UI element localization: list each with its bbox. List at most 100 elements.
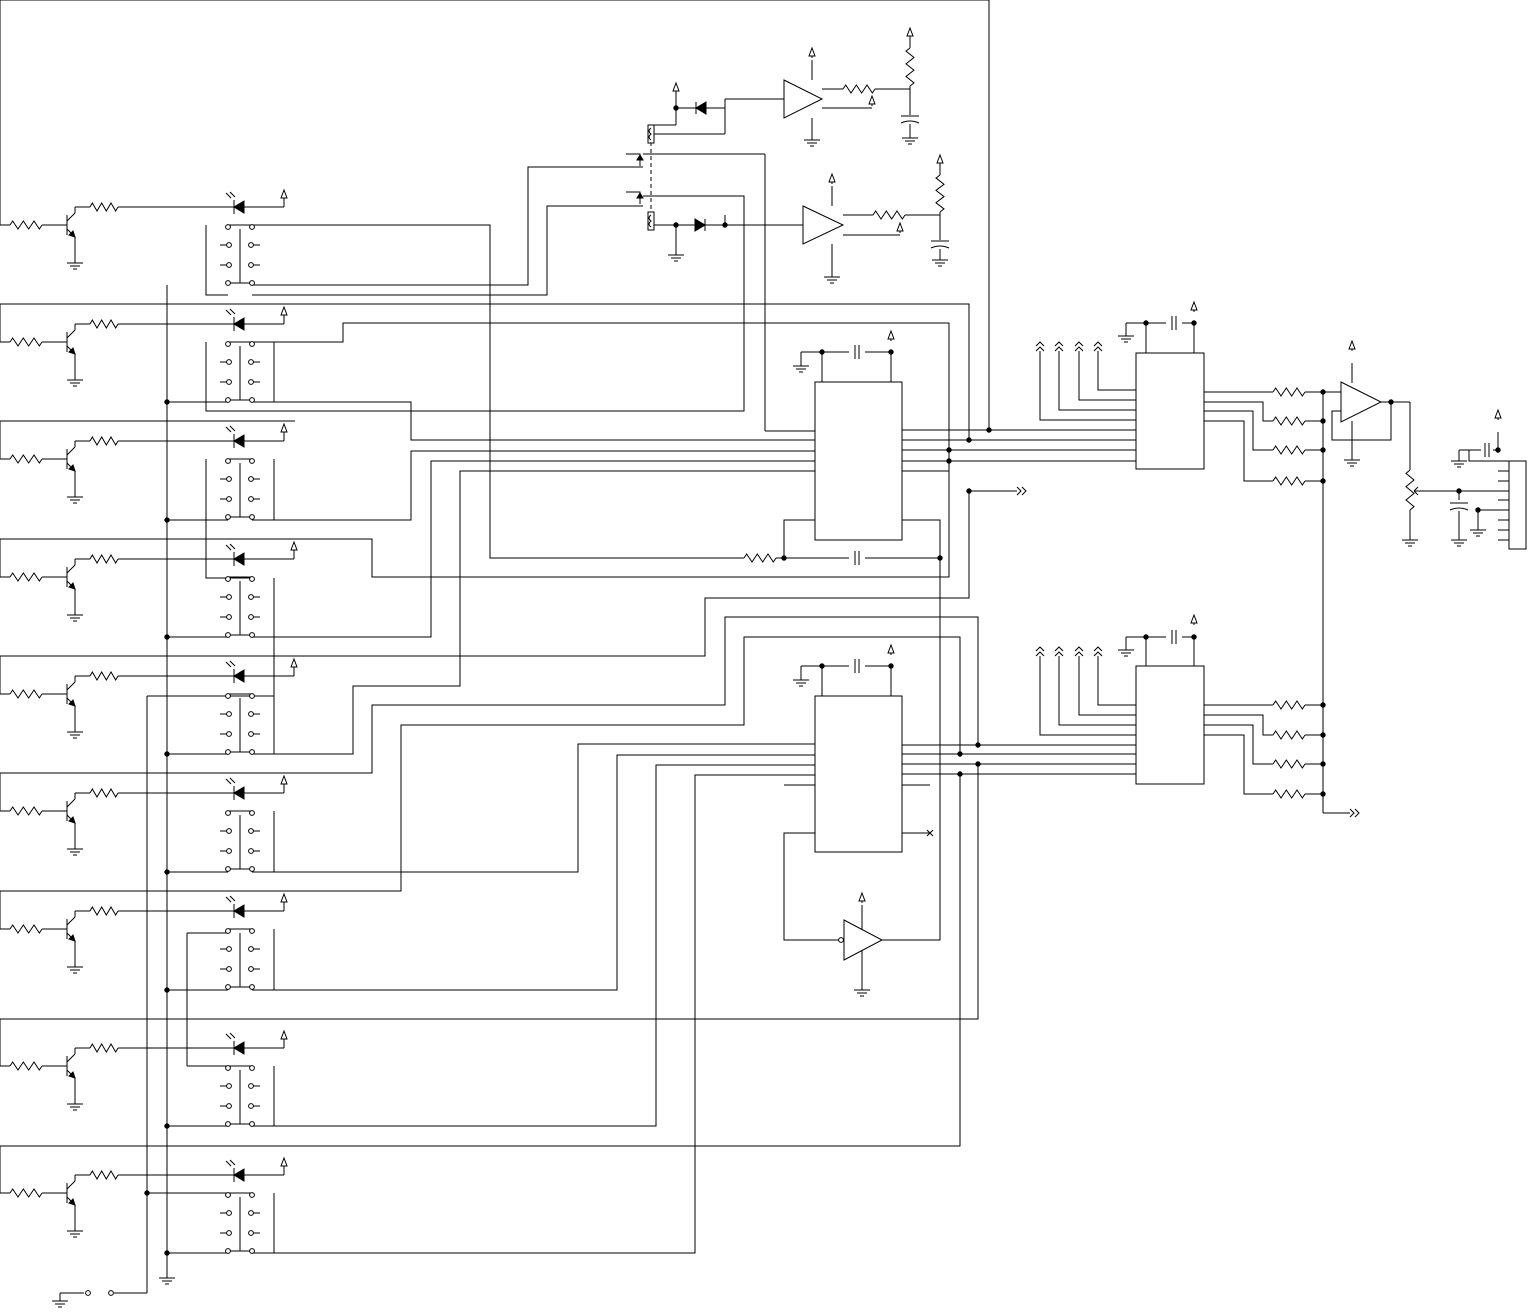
npn-transistor	[67, 447, 75, 471]
resistor	[744, 554, 776, 562]
net-arrow-icon	[1094, 647, 1102, 656]
junction-dot	[1192, 635, 1196, 639]
led-icon	[226, 778, 244, 800]
resistor	[873, 211, 905, 219]
supply-arrow-icon	[1191, 615, 1197, 625]
junction-dot	[165, 518, 169, 522]
supply-arrow-icon	[1495, 410, 1501, 420]
junction-dot	[1496, 448, 1500, 452]
wire	[882, 520, 940, 940]
junction-dot	[165, 400, 169, 404]
supply-arrow-icon	[673, 83, 679, 93]
supply-arrow-icon	[869, 96, 875, 106]
ground-icon	[1451, 461, 1467, 467]
supply-arrow-icon	[1349, 341, 1355, 351]
wire	[1098, 351, 1136, 390]
net-arrow-icon	[1350, 809, 1359, 817]
capacitor	[1172, 316, 1176, 330]
resistor	[90, 672, 118, 680]
junction-dot	[820, 350, 824, 354]
ground-icon	[1344, 460, 1360, 466]
resistor	[1273, 701, 1305, 709]
resistor	[10, 690, 42, 698]
net-arrow-icon	[1075, 342, 1083, 351]
ground-icon	[52, 1301, 68, 1307]
capacitor	[901, 116, 919, 123]
diode-icon	[696, 102, 706, 114]
led-icon	[226, 896, 244, 918]
wire	[252, 929, 274, 990]
diode-icon	[695, 219, 705, 231]
led-icon	[226, 192, 244, 214]
junction-dot	[165, 635, 169, 639]
potentiometer-wiper	[1414, 487, 1422, 495]
net-arrow-icon	[1036, 342, 1044, 351]
ground-icon	[1118, 336, 1134, 342]
resistor	[1273, 477, 1305, 485]
npn-transistor	[67, 330, 75, 354]
resistor	[1273, 446, 1305, 454]
net-arrow-icon	[1036, 647, 1044, 656]
net-arrow-icon	[1055, 342, 1063, 351]
wire	[0, 774, 960, 1193]
wire	[1146, 323, 1166, 353]
capacitor	[1450, 503, 1468, 510]
npn-transistor	[67, 917, 75, 941]
wire	[1146, 637, 1166, 666]
resistor	[843, 85, 875, 93]
resistor	[90, 1171, 118, 1179]
ground-icon	[793, 366, 809, 372]
supply-arrow-icon	[281, 307, 287, 317]
wire	[252, 225, 744, 558]
wire	[0, 0, 989, 430]
junction-dot	[1192, 321, 1196, 325]
wire	[822, 352, 849, 382]
ground-icon	[1470, 530, 1486, 536]
junction-dot	[723, 223, 727, 227]
ground-icon	[932, 260, 948, 266]
comparator-top	[784, 80, 822, 118]
ic-u1	[815, 382, 902, 540]
supply-arrow-icon	[281, 894, 287, 904]
wire	[1098, 656, 1136, 705]
wire	[252, 471, 815, 754]
npn-transistor	[67, 1054, 75, 1078]
capacitor	[855, 659, 859, 673]
junction-dot	[967, 489, 971, 493]
junction-dot	[889, 664, 893, 668]
inverter	[844, 920, 882, 960]
wire	[865, 352, 891, 382]
supply-arrow-icon	[291, 659, 297, 669]
junction-dot	[165, 1251, 169, 1255]
wire	[0, 656, 295, 694]
wire	[252, 775, 815, 1253]
supply-arrow-icon	[859, 893, 865, 903]
resistor	[10, 573, 42, 581]
wire	[252, 323, 949, 450]
ground-icon	[668, 255, 684, 261]
net-arrow-icon	[1017, 487, 1026, 495]
junction-dot	[938, 556, 942, 560]
resistor	[1406, 470, 1414, 510]
wire	[252, 617, 978, 773]
optocoupler	[648, 125, 654, 143]
resistor	[10, 807, 42, 815]
resistor	[10, 455, 42, 463]
components	[10, 28, 1526, 1307]
supply-arrow-icon	[888, 645, 894, 655]
supply-arrow-icon	[888, 331, 894, 341]
wire	[784, 833, 839, 940]
junction-dot	[889, 350, 893, 354]
junction-dot	[165, 752, 169, 756]
wire	[252, 167, 643, 285]
wire	[865, 666, 891, 696]
wire	[1182, 323, 1194, 353]
npn-transistor	[67, 799, 75, 823]
junction-dot	[1144, 321, 1148, 325]
capacitor	[1172, 630, 1176, 644]
capacitor	[1485, 443, 1489, 457]
ground-icon	[804, 140, 820, 146]
junction-dot	[1321, 390, 1325, 394]
net-arrow-icon	[1055, 647, 1063, 656]
wire	[252, 1193, 274, 1253]
